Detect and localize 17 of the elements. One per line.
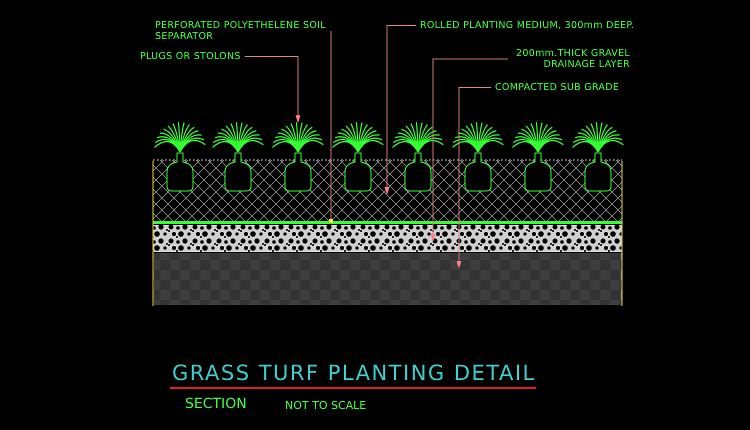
leader-line xyxy=(384,25,416,195)
leader-line xyxy=(456,87,492,269)
drawing-title: GRASS TURF PLANTING DETAIL xyxy=(172,361,532,385)
callout-text: PLUGS OR STOLONS xyxy=(140,51,241,62)
leader-line xyxy=(244,56,300,124)
grass-plug-drawing xyxy=(272,122,324,192)
leader-line xyxy=(329,30,333,223)
separator-line xyxy=(153,221,622,224)
leader-line xyxy=(430,58,508,242)
callout-text: PERFORATED POLYETHELENE SOIL SEPARATOR xyxy=(155,20,327,42)
note-text: NOT TO SCALE xyxy=(285,399,366,412)
callout-text: 200mm.THICK GRAVEL DRAINAGE LAYER xyxy=(512,48,630,70)
callout-text: ROLLED PLANTING MEDIUM, 300mm DEEP. xyxy=(420,20,634,31)
callout-text: COMPACTED SUB GRADE xyxy=(495,82,620,93)
subgrade-layer xyxy=(153,253,622,305)
note-text: SECTION xyxy=(185,396,247,412)
gravel-layer xyxy=(153,225,622,252)
